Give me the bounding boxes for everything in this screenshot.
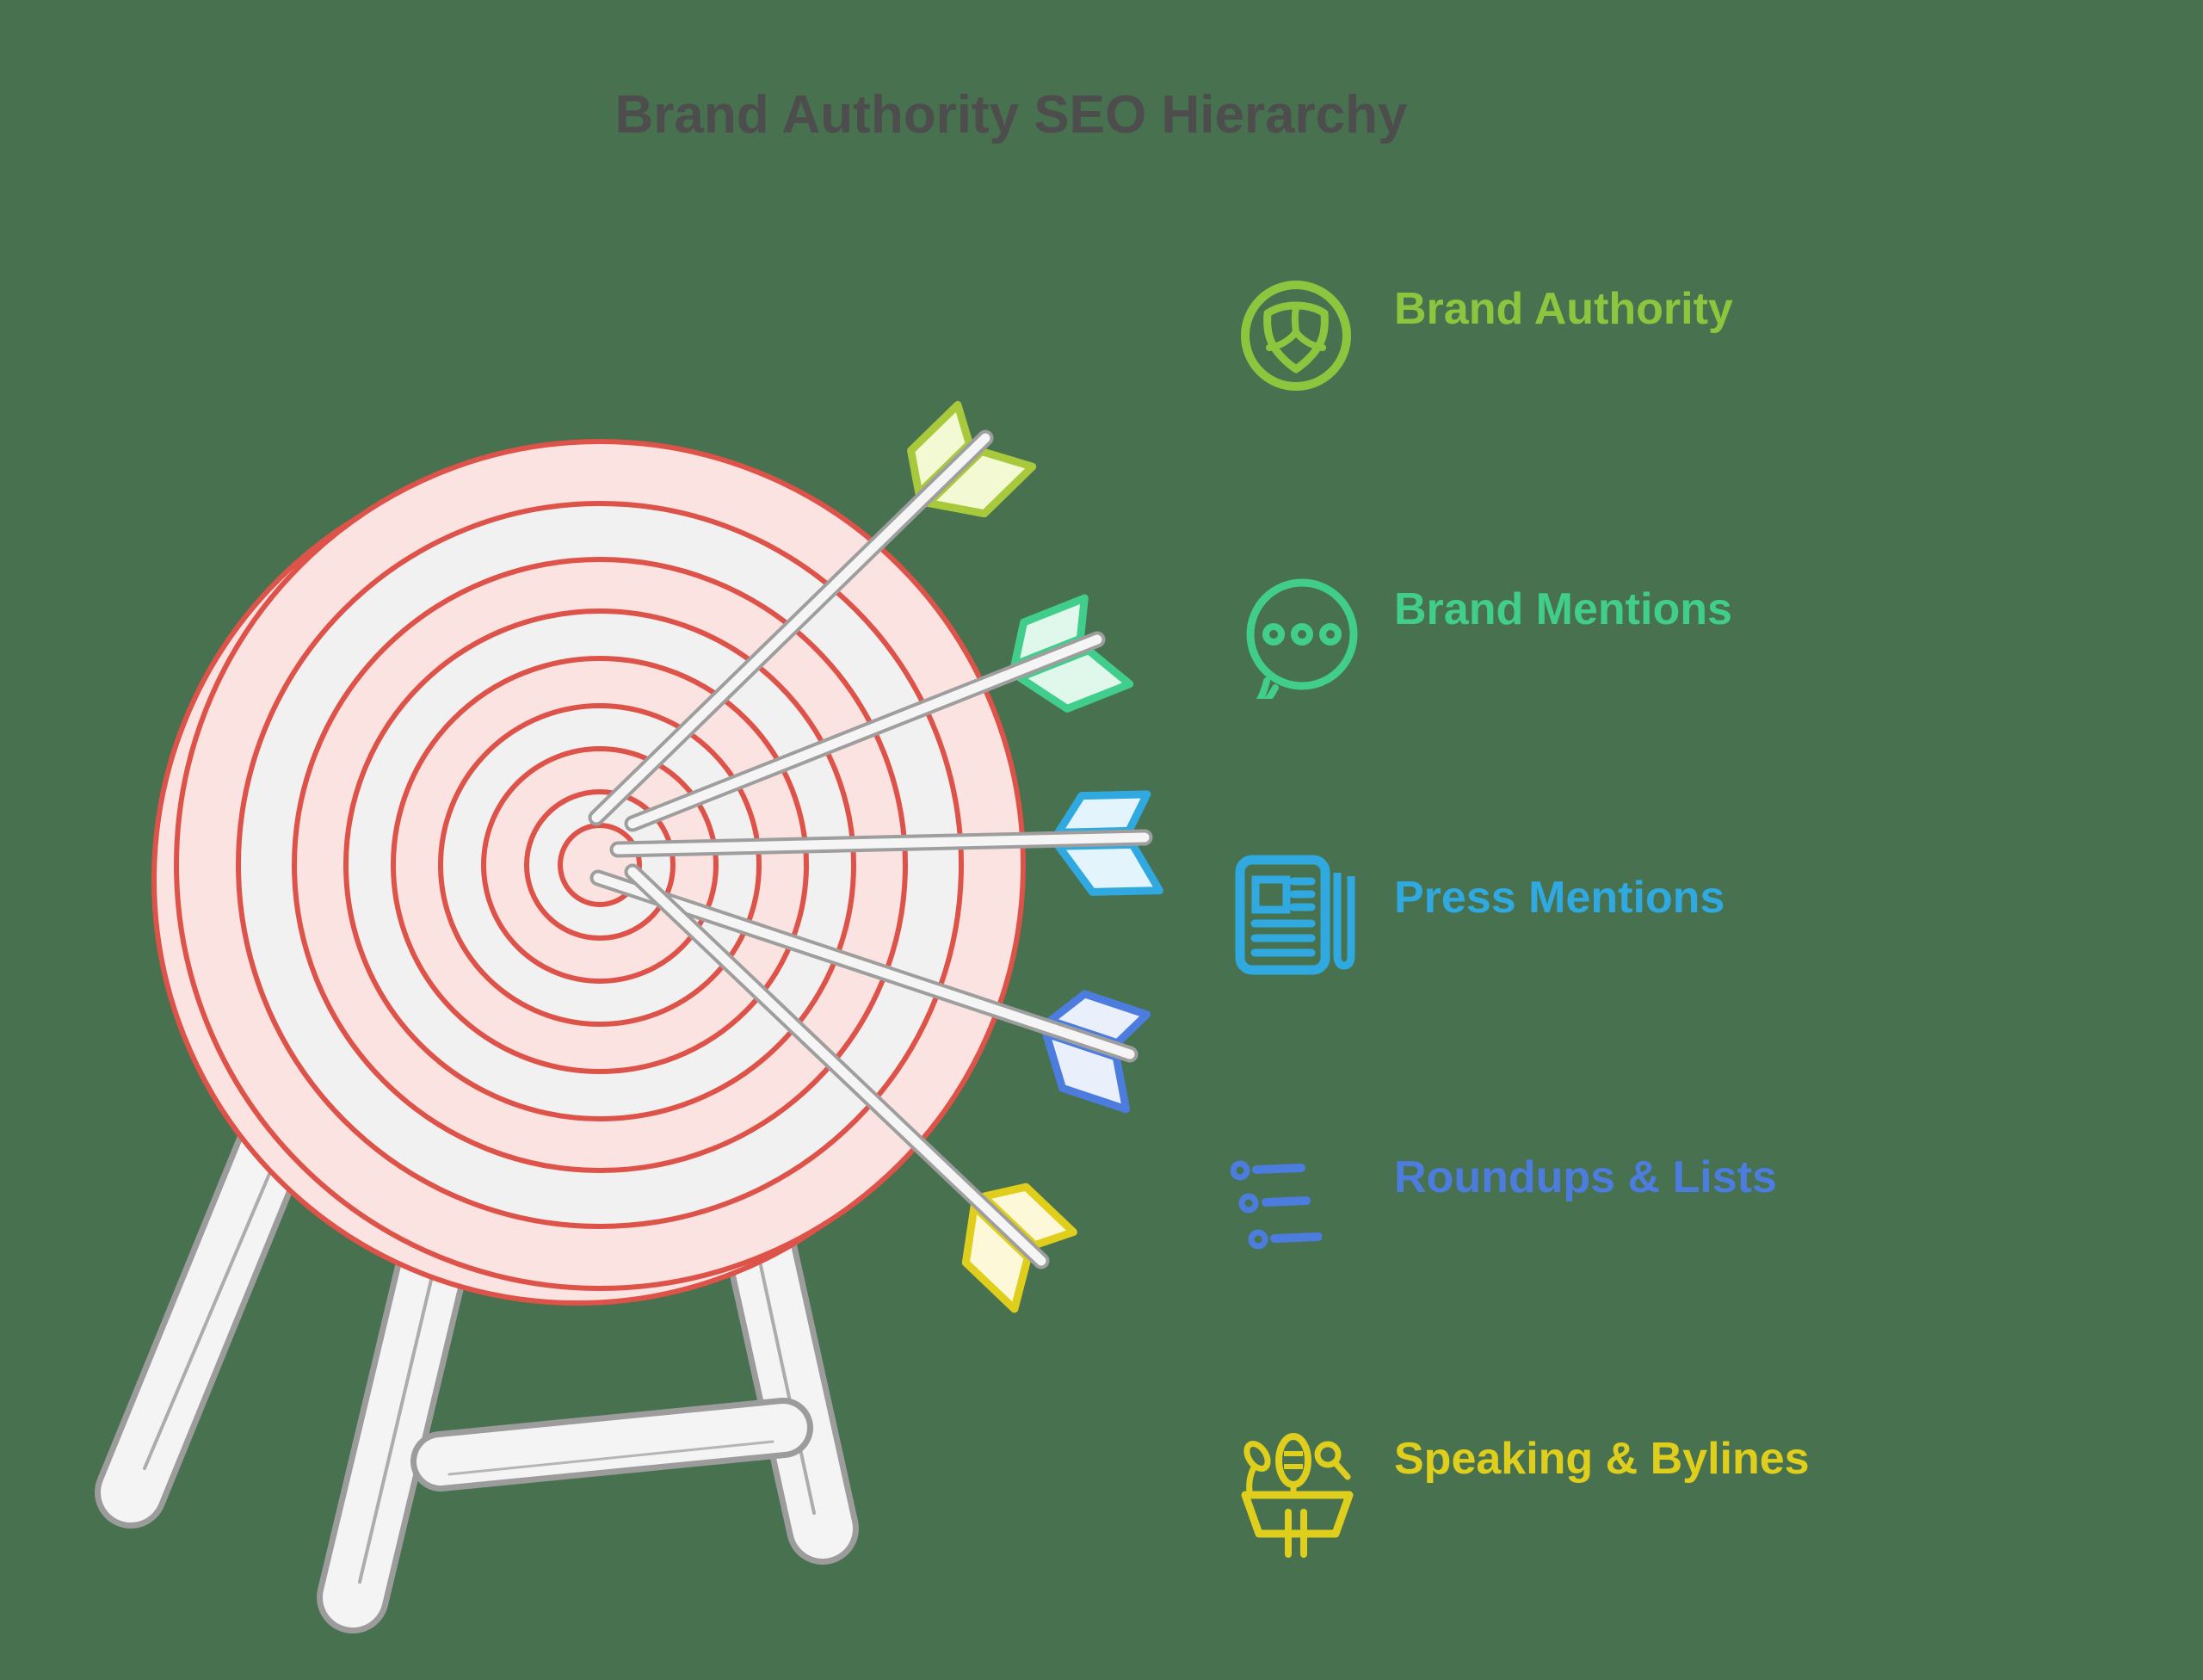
- legend-label: Speaking & Bylines: [1394, 1434, 1810, 1484]
- legend-label: Brand Mentions: [1394, 584, 1732, 634]
- legend-item-brand-mentions: Brand Mentions: [1226, 575, 2018, 726]
- legend-item-roundups-lists: Roundups & Lists: [1226, 1151, 2018, 1301]
- arrow-yellow: [624, 863, 1077, 1313]
- archery-target: [151, 439, 1026, 1306]
- legend-label: Roundups & Lists: [1394, 1152, 1777, 1202]
- page-title: Brand Authority SEO Hierarchy: [614, 85, 1408, 145]
- shield-badge-icon: [1241, 281, 1351, 391]
- newspaper-icon: [1235, 855, 1355, 975]
- legend-label: Brand Authority: [1394, 284, 1733, 334]
- legend-item-speaking-bylines: Speaking & Bylines: [1226, 1422, 2018, 1572]
- arrows: [588, 400, 1163, 1313]
- arrow-blue: [589, 869, 1151, 1114]
- arrow-cyan: [609, 790, 1163, 896]
- legend-item-press-mentions: Press Mentions: [1226, 852, 2018, 1003]
- arrow-emerald: [624, 594, 1134, 832]
- podium-mic-icon: [1241, 1433, 1354, 1558]
- bullet-list-icon: [1231, 1160, 1322, 1250]
- speech-bubble-icon: [1246, 578, 1358, 699]
- arrow-lime: [588, 400, 1037, 826]
- legend-label: Press Mentions: [1394, 873, 1725, 923]
- legend-item-brand-authority: Brand Authority: [1226, 275, 2018, 426]
